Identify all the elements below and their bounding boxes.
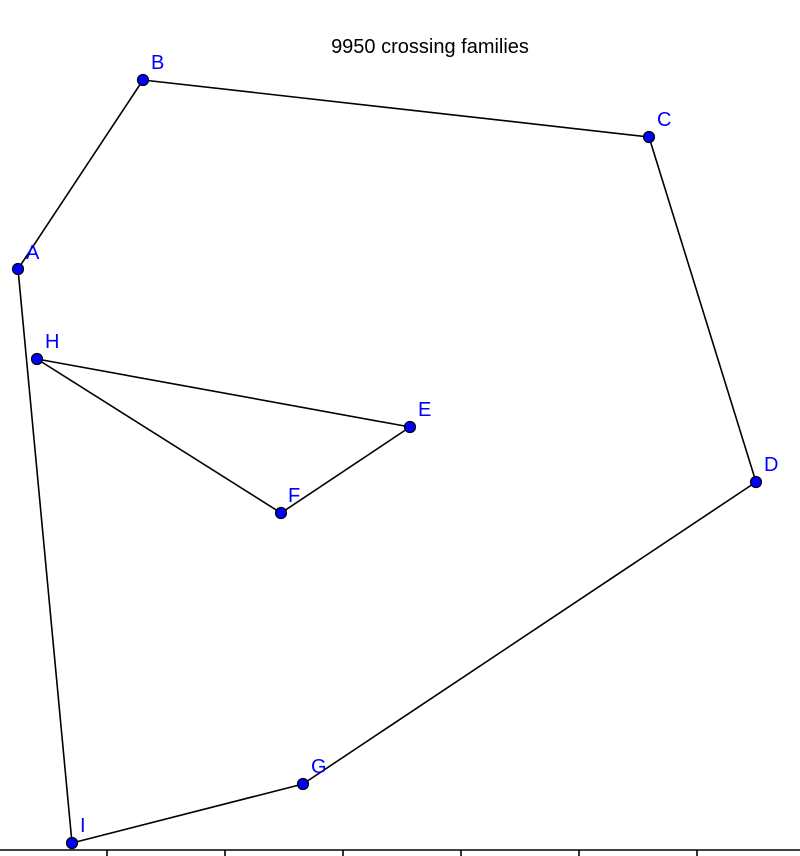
point-f[interactable]: F	[274, 485, 301, 520]
edge-a-b	[17, 79, 144, 270]
point-b[interactable]: B	[136, 52, 165, 87]
point-label: F	[288, 485, 300, 507]
point-marker[interactable]	[296, 777, 310, 791]
edge-d-g	[302, 481, 757, 785]
point-marker[interactable]	[136, 73, 150, 87]
edge-f-h	[36, 358, 282, 514]
point-marker[interactable]	[403, 420, 417, 434]
edge-h-e	[36, 358, 411, 428]
point-marker[interactable]	[65, 836, 79, 850]
bottom-axis	[0, 849, 800, 856]
edge-c-d	[648, 136, 757, 483]
edges-layer	[17, 79, 757, 844]
point-label: C	[657, 109, 671, 131]
point-label: E	[418, 399, 431, 421]
point-label: B	[151, 52, 164, 74]
point-marker[interactable]	[274, 506, 288, 520]
edge-i-a	[17, 268, 73, 844]
point-label: A	[26, 242, 40, 264]
point-a[interactable]: A	[11, 242, 41, 276]
point-label: G	[311, 756, 327, 778]
diagram-caption: 9950 crossing families	[331, 36, 529, 58]
point-d[interactable]: D	[749, 454, 779, 489]
point-marker[interactable]	[642, 130, 656, 144]
point-label: I	[80, 815, 86, 837]
point-marker[interactable]	[749, 475, 763, 489]
point-i[interactable]: I	[65, 815, 86, 850]
point-marker[interactable]	[30, 352, 44, 366]
point-marker[interactable]	[11, 262, 25, 276]
edge-g-i	[71, 783, 304, 844]
point-e[interactable]: E	[403, 399, 432, 434]
points-layer: A B C D E F G H I	[11, 52, 779, 850]
edge-b-c	[142, 79, 650, 138]
point-c[interactable]: C	[642, 109, 672, 144]
edge-e-f	[280, 426, 411, 514]
point-g[interactable]: G	[296, 756, 327, 791]
point-label: D	[764, 454, 778, 476]
point-h[interactable]: H	[30, 331, 60, 366]
point-label: H	[45, 331, 59, 353]
